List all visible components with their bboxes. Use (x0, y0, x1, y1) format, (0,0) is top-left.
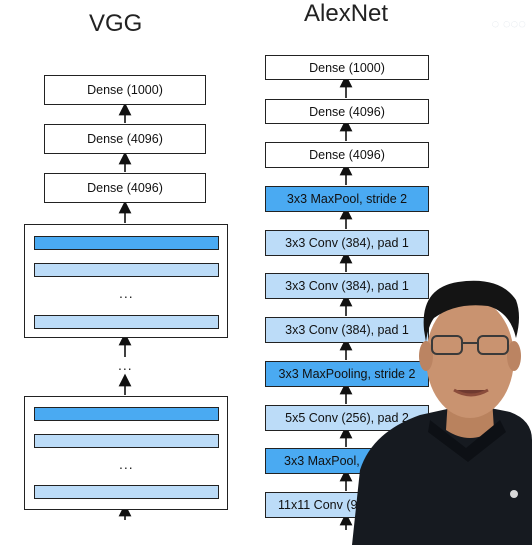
presenter-collar (428, 420, 506, 462)
vgg-block-bar (34, 236, 219, 250)
alexnet-layer: Dense (1000) (265, 55, 429, 80)
alexnet-layer: 5x5 Conv (256), pad 2 (265, 405, 429, 431)
vgg-block-upper: ... (24, 224, 228, 338)
vgg-block-lower: ... (24, 396, 228, 510)
alexnet-layer: 3x3 Conv (384), pad 1 (265, 273, 429, 299)
presenter-shirt (352, 404, 532, 545)
shirt-logo (510, 490, 518, 498)
vgg-block-bar (34, 407, 219, 421)
alexnet-layer: 3x3 Conv (384), pad 1 (265, 230, 429, 256)
presenter-glasses (431, 335, 509, 355)
vgg-block-bar (34, 434, 219, 448)
watermark: ◌ ◌◌◌ (491, 16, 526, 31)
alexnet-layer: 3x3 MaxPool, stride 2 (265, 186, 429, 212)
vgg-block-bar (34, 263, 219, 277)
vgg-dense-mid: Dense (4096) (44, 124, 206, 154)
alexnet-title: AlexNet (304, 0, 389, 27)
vgg-block-bar (34, 315, 219, 329)
vgg-title: VGG (89, 10, 143, 37)
vgg-between-ellipsis: ... (118, 357, 133, 373)
watermark-icon: ◌ ◌◌◌ (491, 16, 526, 31)
presenter-mouth (453, 388, 489, 397)
presenter-ear (419, 341, 433, 371)
vgg-ellipsis: ... (119, 456, 134, 472)
alexnet-layer: 3x3 MaxPooling, stride 2 (265, 361, 429, 387)
presenter-hair (423, 280, 519, 342)
alexnet-layer: 3x3 Conv (384), pad 1 (265, 317, 429, 343)
vgg-ellipsis: ... (119, 285, 134, 301)
vgg-block-bar (34, 485, 219, 499)
presenter-ear (507, 341, 521, 371)
presenter-face (426, 298, 514, 418)
alexnet-layer: Dense (4096) (265, 142, 429, 168)
alexnet-layer: Dense (4096) (265, 99, 429, 124)
vgg-dense-top: Dense (1000) (44, 75, 206, 105)
vgg-dense-low: Dense (4096) (44, 173, 206, 203)
